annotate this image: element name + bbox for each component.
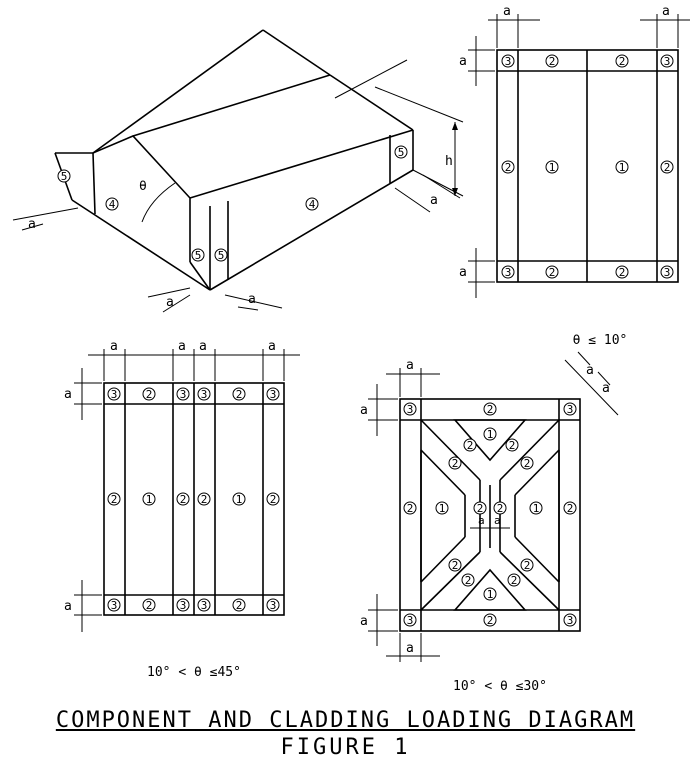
svg-text:1: 1 <box>533 502 540 515</box>
caption-roof-plan-c-top: θ ≤ 10° <box>573 333 628 348</box>
a-label: a <box>248 292 256 307</box>
a-label: a <box>406 641 414 656</box>
roof-plan-flat: a a a a 3 2 2 3 2 1 1 2 3 2 2 3 <box>459 4 690 298</box>
svg-text:3: 3 <box>567 403 574 416</box>
height-label: h <box>445 154 453 169</box>
svg-text:2: 2 <box>524 457 531 470</box>
svg-text:2: 2 <box>111 493 118 506</box>
svg-text:1: 1 <box>236 493 243 506</box>
a-label: a <box>406 358 414 373</box>
a-label: a <box>28 217 36 232</box>
svg-text:2: 2 <box>497 502 504 515</box>
roof-plan-gable: a a a a a a 3 2 3 3 2 3 2 1 2 2 1 2 3 2 … <box>64 339 300 680</box>
a-label: a <box>64 599 72 614</box>
a-label: a <box>430 193 438 208</box>
caption-roof-plan-c-bottom: 10° < θ ≤30° <box>453 679 547 694</box>
a-label: a <box>602 381 610 396</box>
svg-text:2: 2 <box>567 502 574 515</box>
svg-text:2: 2 <box>452 457 459 470</box>
svg-text:2: 2 <box>524 559 531 572</box>
svg-text:2: 2 <box>511 574 518 587</box>
a-label: a <box>478 514 485 527</box>
a-label: a <box>360 403 368 418</box>
svg-text:2: 2 <box>487 403 494 416</box>
diagram-title: COMPONENT AND CLADDING LOADING DIAGRAM <box>55 708 636 733</box>
roof-plan-hip: a a a a a a a a 3 3 2 1 2 2 2 2 2 1 2 2 … <box>360 333 627 694</box>
a-label: a <box>503 4 511 19</box>
svg-text:2: 2 <box>407 502 414 515</box>
svg-text:3: 3 <box>505 266 512 279</box>
svg-text:5: 5 <box>398 146 405 159</box>
svg-text:3: 3 <box>664 266 671 279</box>
svg-text:3: 3 <box>505 55 512 68</box>
a-label: a <box>662 4 670 19</box>
svg-text:3: 3 <box>180 599 187 612</box>
svg-text:2: 2 <box>201 493 208 506</box>
a-label: a <box>459 265 467 280</box>
svg-text:2: 2 <box>270 493 277 506</box>
a-label: a <box>360 614 368 629</box>
a-label: a <box>494 514 501 527</box>
svg-text:1: 1 <box>549 161 556 174</box>
a-label: a <box>268 339 276 354</box>
svg-text:3: 3 <box>201 388 208 401</box>
svg-text:2: 2 <box>465 574 472 587</box>
a-label: a <box>110 339 118 354</box>
svg-text:2: 2 <box>509 439 516 452</box>
a-label: a <box>199 339 207 354</box>
svg-text:1: 1 <box>487 428 494 441</box>
svg-text:1: 1 <box>487 588 494 601</box>
isometric-building: 5 4 4 5 5 5 h θ a a a a <box>12 29 464 313</box>
svg-text:4: 4 <box>109 198 116 211</box>
svg-text:2: 2 <box>619 55 626 68</box>
svg-text:4: 4 <box>309 198 316 211</box>
caption-roof-plan-b: 10° < θ ≤45° <box>147 665 241 680</box>
svg-text:2: 2 <box>487 614 494 627</box>
svg-text:3: 3 <box>407 403 414 416</box>
figure-label: FIGURE 1 <box>280 735 411 760</box>
svg-text:2: 2 <box>180 493 187 506</box>
svg-text:3: 3 <box>407 614 414 627</box>
a-label: a <box>64 387 72 402</box>
svg-text:3: 3 <box>111 599 118 612</box>
svg-text:2: 2 <box>619 266 626 279</box>
a-label: a <box>178 339 186 354</box>
svg-text:2: 2 <box>664 161 671 174</box>
svg-text:2: 2 <box>236 388 243 401</box>
svg-text:2: 2 <box>549 55 556 68</box>
diagram-svg: 5 4 4 5 5 5 h θ a a a a a a a <box>12 4 690 694</box>
svg-text:5: 5 <box>195 249 202 262</box>
svg-text:2: 2 <box>146 599 153 612</box>
svg-text:2: 2 <box>549 266 556 279</box>
svg-text:2: 2 <box>467 439 474 452</box>
svg-text:1: 1 <box>439 502 446 515</box>
svg-text:2: 2 <box>236 599 243 612</box>
svg-text:3: 3 <box>180 388 187 401</box>
svg-text:3: 3 <box>270 599 277 612</box>
svg-text:3: 3 <box>567 614 574 627</box>
svg-text:3: 3 <box>270 388 277 401</box>
svg-text:5: 5 <box>218 249 225 262</box>
a-label: a <box>459 54 467 69</box>
svg-text:2: 2 <box>452 559 459 572</box>
a-label: a <box>586 363 594 378</box>
svg-text:3: 3 <box>201 599 208 612</box>
svg-text:5: 5 <box>61 170 68 183</box>
svg-text:2: 2 <box>505 161 512 174</box>
svg-text:3: 3 <box>111 388 118 401</box>
svg-text:1: 1 <box>619 161 626 174</box>
svg-text:2: 2 <box>477 502 484 515</box>
svg-text:2: 2 <box>146 388 153 401</box>
svg-text:3: 3 <box>664 55 671 68</box>
a-label: a <box>166 295 174 310</box>
svg-text:1: 1 <box>146 493 153 506</box>
theta-label: θ <box>139 179 147 194</box>
